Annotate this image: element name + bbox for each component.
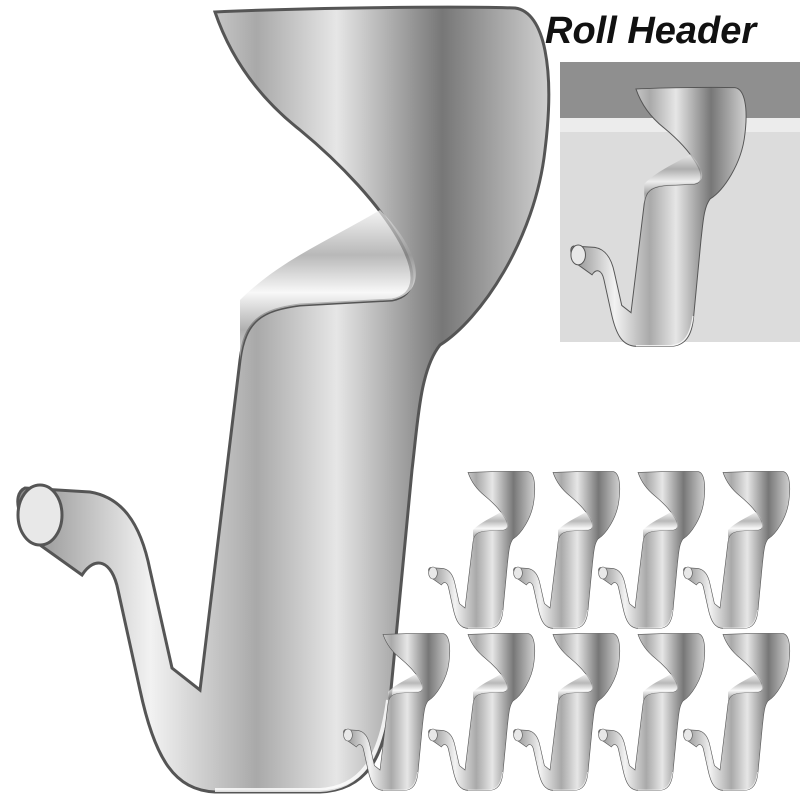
product-title: Roll Header xyxy=(545,10,757,52)
inset-photo xyxy=(560,62,800,348)
main-hook xyxy=(15,5,551,794)
small-hook xyxy=(428,471,536,629)
small-hooks xyxy=(343,471,791,791)
